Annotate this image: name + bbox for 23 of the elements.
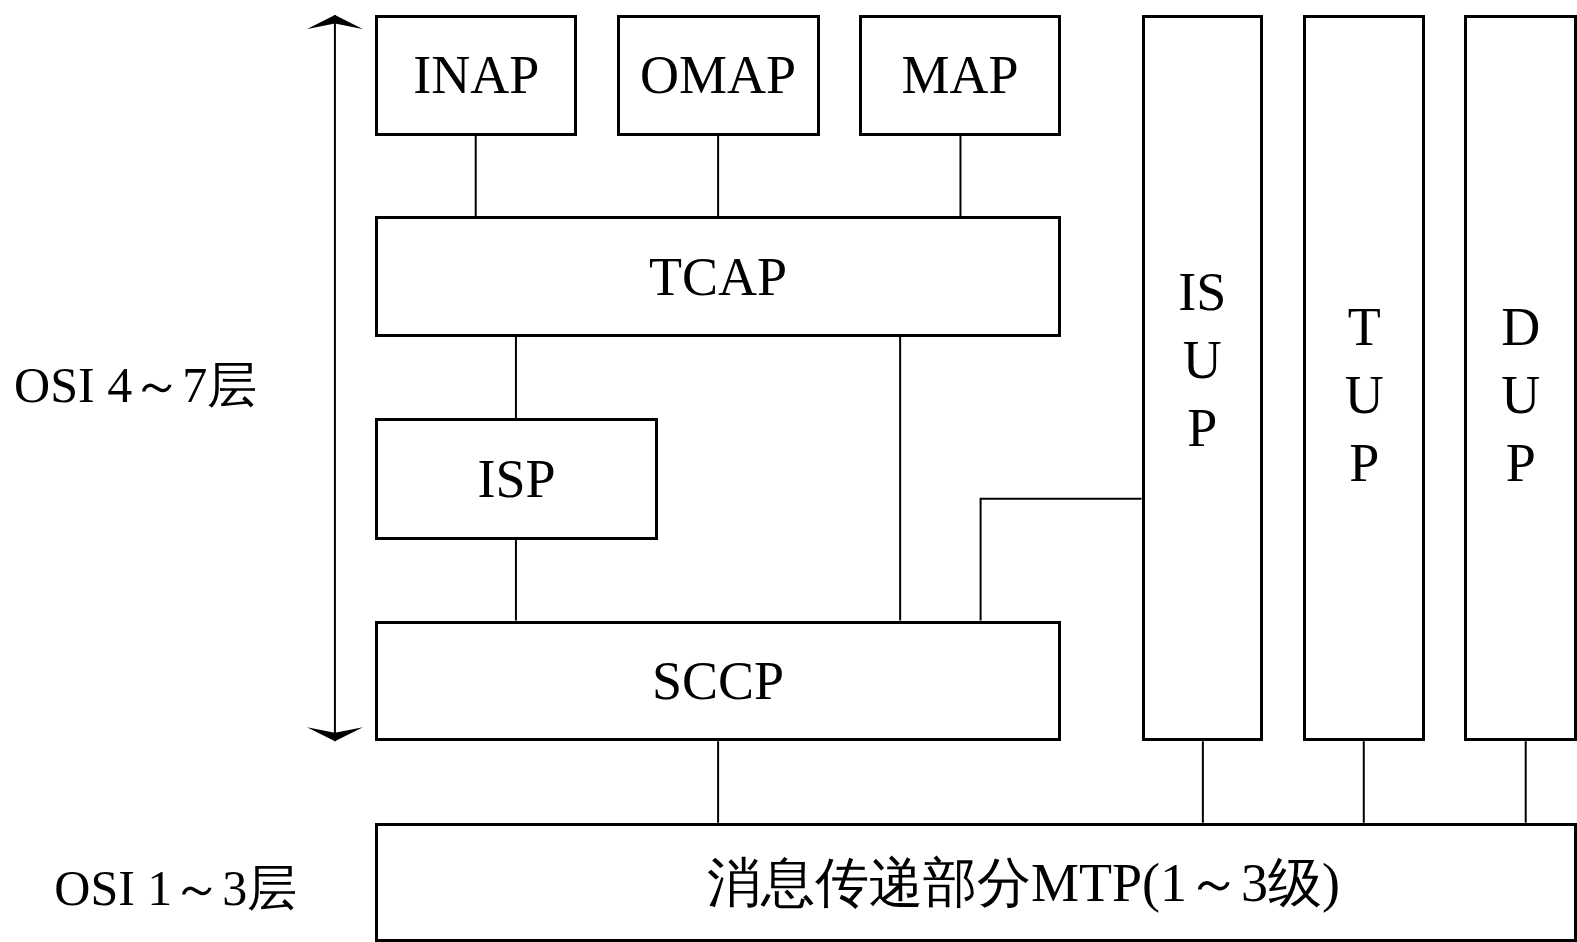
layer-box: DUP <box>1464 15 1577 742</box>
layer-box: TUP <box>1303 15 1426 742</box>
layer-box: ISP <box>375 418 658 541</box>
layer-box: TCAP <box>375 216 1062 337</box>
connector-line <box>514 539 517 622</box>
layer-box: INAP <box>375 15 578 136</box>
layer-range-label: OSI 1～3层 <box>54 858 298 918</box>
connector-line <box>959 134 962 218</box>
connector-line <box>717 740 720 824</box>
layer-box: MAP <box>858 15 1062 136</box>
connector-line <box>1524 740 1527 824</box>
connector-line <box>474 134 477 218</box>
connector-line <box>1201 740 1204 824</box>
connector-line <box>979 497 1143 622</box>
layer-box: SCCP <box>375 620 1062 742</box>
connector-line <box>1362 740 1365 824</box>
layer-box: 消息传递部分MTP(1～3级) <box>375 822 1577 942</box>
layer-box: ISUP <box>1141 15 1264 742</box>
connector-line <box>514 335 517 420</box>
connector-line <box>899 335 902 622</box>
layer-box: OMAP <box>616 15 820 136</box>
connector-line <box>717 134 720 218</box>
layer-range-label: OSI 4～7层 <box>14 356 258 415</box>
